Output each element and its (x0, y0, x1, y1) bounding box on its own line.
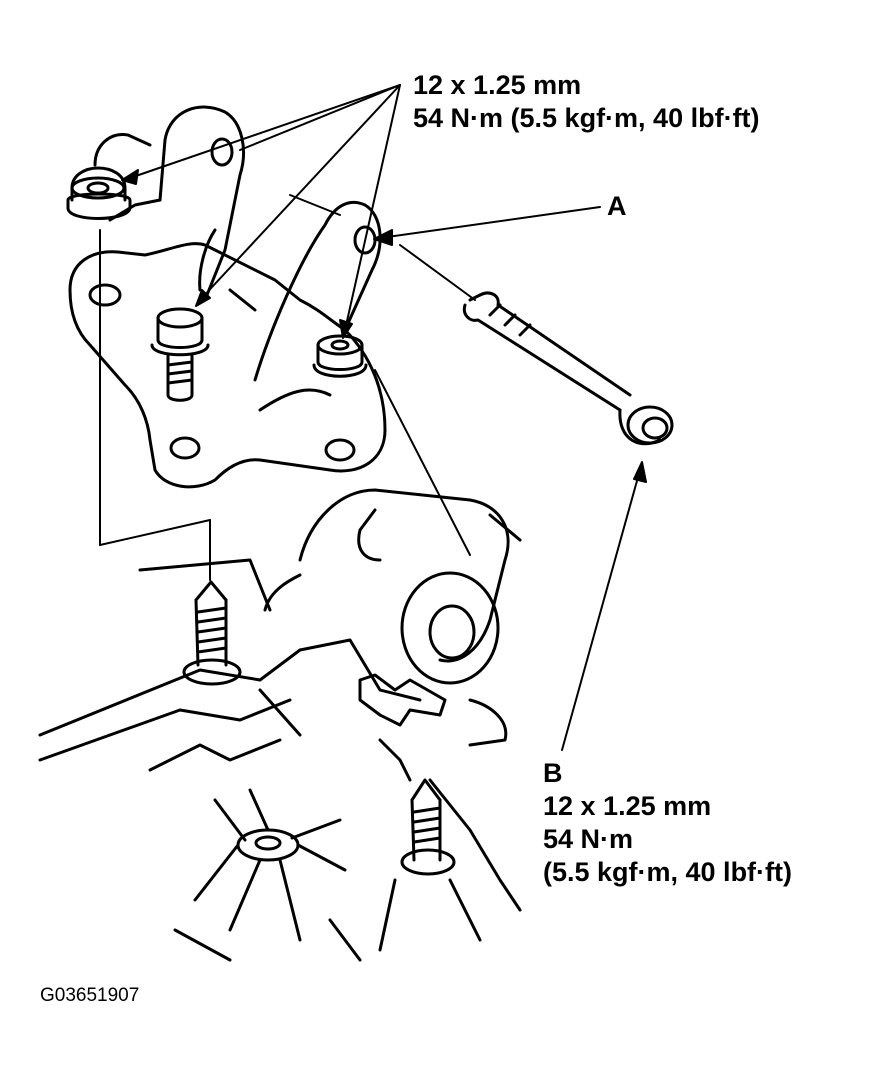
rubber-mount (263, 488, 522, 747)
flange-nut-top-left (66, 166, 132, 220)
part-b-torque: 54 N·m (543, 824, 634, 854)
part-b-callout: B 12 x 1.25 mm 54 N·m (5.5 kgf·m, 40 lbf… (543, 760, 792, 892)
figure-code: G03651907 (40, 985, 140, 1006)
flange-bolt-center (150, 307, 210, 402)
transmission-housing (38, 558, 522, 962)
part-b-letter: B (543, 758, 563, 788)
top-fastener-spec: 12 x 1.25 mm 54 N·m (5.5 kgf·m, 40 lbf·f… (413, 72, 760, 138)
top-spec-torque: 54 N·m (5.5 kgf·m, 40 lbf·ft) (413, 103, 760, 133)
through-bolt-b (462, 291, 674, 446)
top-spec-size: 12 x 1.25 mm (413, 70, 582, 100)
leader-lines (99, 84, 647, 751)
part-b-size: 12 x 1.25 mm (543, 791, 712, 821)
flange-nut-center-right (312, 334, 368, 378)
upper-bracket-a (68, 105, 387, 489)
part-b-torque-alt: (5.5 kgf·m, 40 lbf·ft) (543, 857, 793, 887)
part-a-callout: A (607, 191, 627, 221)
